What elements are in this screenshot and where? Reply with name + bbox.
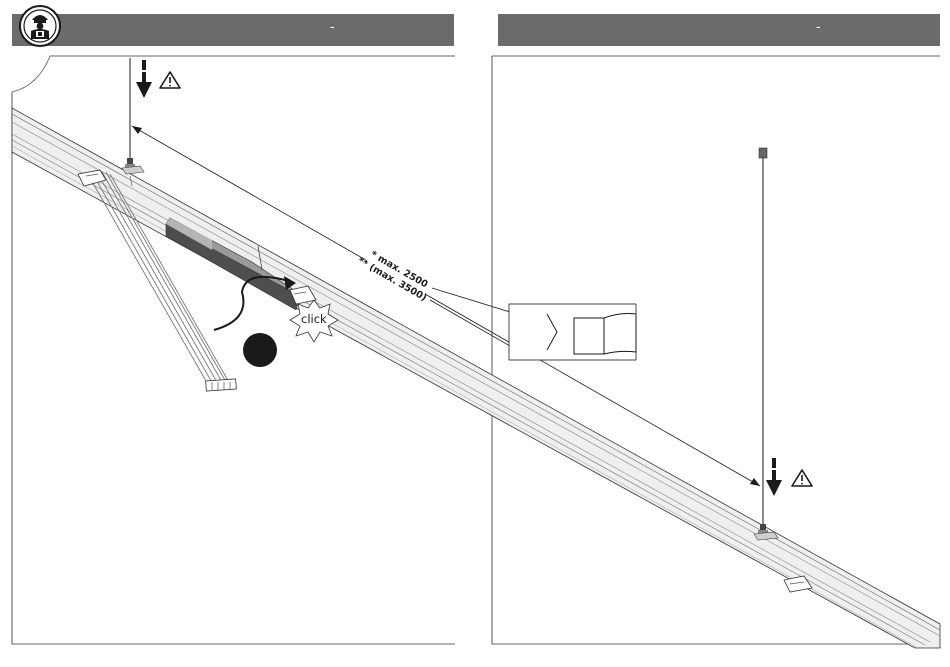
warning-triangle-icon-right — [792, 470, 812, 486]
installer-person-icon — [20, 6, 60, 46]
dimension-label: * max. 2500 ** (max. 3500) — [356, 244, 435, 303]
warning-triangle-icon-left — [160, 72, 180, 88]
load-arrow-right — [766, 458, 782, 496]
dimension-line — [132, 126, 760, 486]
open-book-icon — [574, 314, 636, 355]
light-rail-profile — [12, 108, 940, 648]
left-suspension-wire — [122, 58, 144, 174]
cable-connector-end — [206, 379, 237, 391]
step-marker-dot — [243, 333, 277, 367]
manual-callout-lines — [430, 288, 510, 346]
load-arrow-left — [136, 60, 152, 98]
click-label: click — [301, 312, 327, 326]
